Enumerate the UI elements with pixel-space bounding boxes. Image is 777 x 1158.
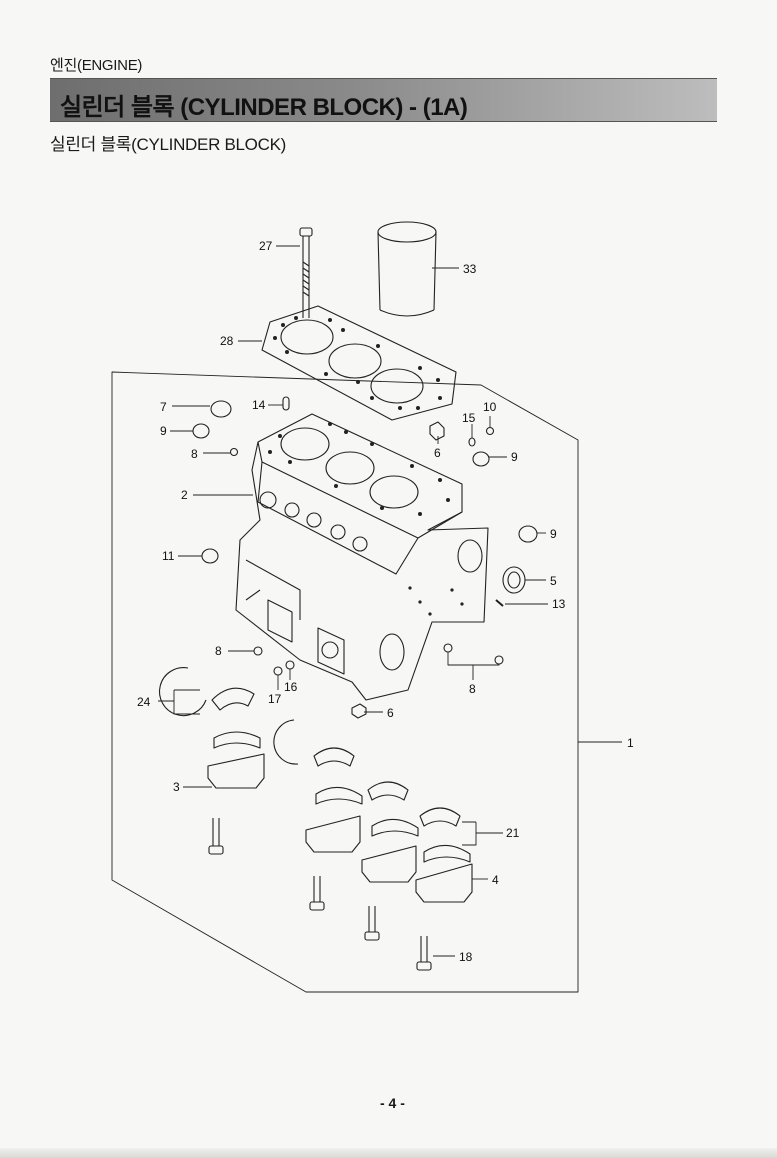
bearing-shell-b-part: [213, 731, 261, 749]
callout-6a: 6: [434, 446, 441, 460]
callout-4: 4: [492, 873, 499, 887]
head-gasket-part: [261, 305, 457, 421]
bearing-cap-4b-part: [361, 845, 417, 883]
thrust-washer-24b-part: [273, 719, 299, 765]
bearing-shell-d-part: [315, 786, 363, 805]
callout-17: 17: [268, 692, 282, 706]
callout-8a: 8: [191, 447, 198, 461]
callout-9c: 9: [550, 527, 557, 541]
bearing-cap-4c-part: [415, 863, 473, 903]
plug-8a-part: [229, 447, 239, 457]
thrust-washer-24a-part: [159, 667, 207, 717]
plug-10-part: [485, 426, 495, 436]
cylinder-block-part: [235, 413, 489, 701]
page-number: - 4 -: [380, 1095, 405, 1111]
callout-10: 10: [483, 400, 497, 414]
callout-8b: 8: [215, 644, 222, 658]
plug-16-part: [285, 660, 295, 670]
plug-9a-part: [192, 423, 210, 439]
callout-13: 13: [552, 597, 566, 611]
callout-24: 24: [137, 695, 151, 709]
section-label: 엔진(ENGINE): [50, 57, 143, 74]
callout-9a: 9: [160, 424, 167, 438]
plug-9c-part: [518, 525, 538, 543]
bearing-cap-3-part: [207, 753, 265, 789]
callout-27: 27: [259, 239, 273, 253]
callout-11: 11: [162, 549, 175, 563]
plug-11-part: [201, 548, 219, 564]
plug-9b-part: [472, 451, 490, 467]
callout-14: 14: [252, 398, 266, 412]
callout-8c: 8: [469, 682, 476, 696]
cap-bolt-c-part: [364, 906, 380, 941]
callout-5: 5: [550, 574, 557, 588]
callout-18: 18: [459, 950, 473, 964]
bearing-shell-g-part: [419, 807, 461, 827]
page-title: 실린더 블록 (CYLINDER BLOCK) - (1A): [60, 94, 468, 121]
bearing-shell-c-part: [313, 747, 355, 767]
callout-21: 21: [506, 826, 520, 840]
callout-6b: 6: [387, 706, 394, 720]
plug-15-part: [468, 437, 476, 447]
callout-28: 28: [220, 334, 234, 348]
oil-seal-5-part: [502, 566, 526, 594]
plug-8c-part: [443, 643, 453, 653]
callout-7: 7: [160, 400, 167, 414]
callout-2: 2: [181, 488, 188, 502]
callout-16: 16: [284, 680, 298, 694]
callout-3: 3: [173, 780, 180, 794]
dowel-14-part: [282, 396, 290, 411]
plug-6b-part: [351, 703, 367, 719]
cap-bolt-b-part: [309, 876, 325, 911]
bearing-shell-a-part: [211, 687, 255, 711]
cap-bolt-d-part: [416, 936, 432, 971]
cylinder-liner-part: [377, 221, 437, 317]
plug-8b-part: [253, 646, 263, 656]
assembly-boundary: [111, 371, 579, 993]
bearing-shell-e-part: [367, 781, 409, 801]
scan-bottom-edge: [0, 1148, 777, 1158]
plug-7-part: [210, 400, 232, 418]
callout-15: 15: [462, 411, 476, 425]
bearing-shell-h-part: [423, 844, 471, 863]
callout-33: 33: [463, 262, 477, 276]
plug-6a-part: [429, 421, 445, 441]
diagram-subtitle: 실린더 블록(CYLINDER BLOCK): [50, 135, 286, 154]
pin-13-part: [495, 599, 504, 607]
plug-8d-part: [494, 655, 504, 665]
cap-bolt-a-part: [208, 818, 224, 855]
bearing-shell-f-part: [371, 818, 419, 837]
bearing-cap-4a-part: [305, 815, 361, 853]
callout-1: 1: [627, 736, 634, 750]
head-bolt-part: [299, 227, 313, 318]
callout-9b: 9: [511, 450, 518, 464]
plug-17-part: [273, 666, 283, 676]
title-bar: 실린더 블록 (CYLINDER BLOCK) - (1A): [50, 78, 717, 122]
